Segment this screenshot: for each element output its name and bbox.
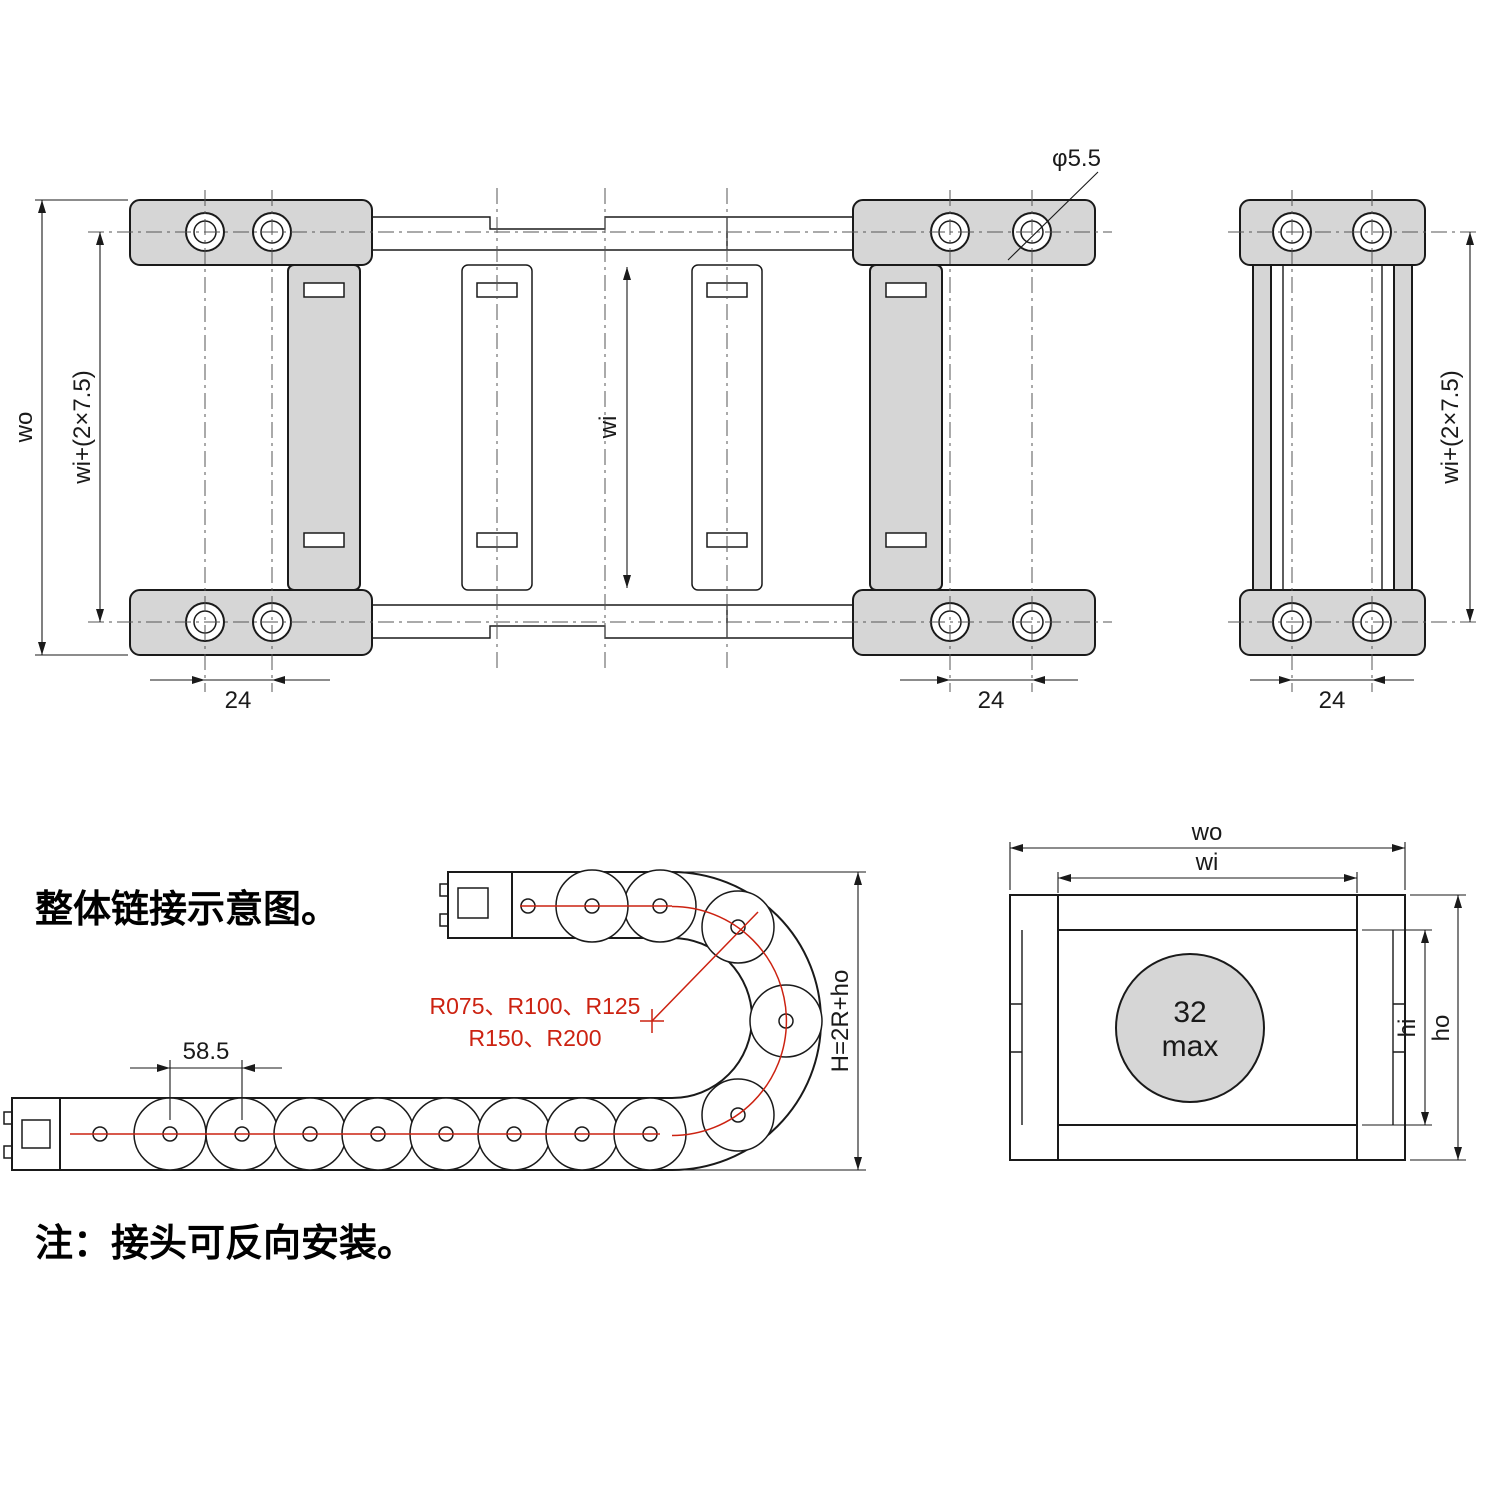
dim-link-pitch-label: 58.5 <box>183 1038 230 1065</box>
end-view-holes <box>1272 212 1392 642</box>
inner-walls <box>1282 265 1383 590</box>
section-bar-top <box>1057 894 1358 931</box>
dim-bend-height-label: H=2R+ho <box>827 970 854 1073</box>
section-plate-details <box>1010 930 1405 1125</box>
dim-wi-label: wi <box>595 416 622 440</box>
side-band-right <box>1393 264 1413 591</box>
dim-wo: wo <box>11 199 128 656</box>
bend-schematic: R075、R100、R125 R150、R200 58.5 H=2R+ho <box>3 869 866 1171</box>
connector-bracket-upper <box>439 871 513 939</box>
schematic-title: 整体链接示意图。 <box>35 889 339 931</box>
hole-diameter-label: φ5.5 <box>1052 145 1101 172</box>
dim-hi-label: hi <box>1394 1019 1421 1038</box>
dim-ho-label: ho <box>1428 1015 1455 1042</box>
dim-wi-outer-label: wi+(2×7.5) <box>69 370 96 484</box>
dim-end-pitch-label: 24 <box>1319 687 1346 714</box>
bend-radii-label-1: R075、R100、R125 <box>430 993 641 1019</box>
install-note: 注：接头可反向安装。 <box>35 1223 415 1265</box>
section-plate-left <box>1009 894 1059 1161</box>
bore-max-label: max <box>1162 1030 1219 1063</box>
hole-callout: φ5.5 <box>1007 145 1101 261</box>
dim-end-wi-outer: wi+(2×7.5) <box>1437 232 1474 622</box>
dim-ho: ho <box>1410 894 1466 1161</box>
section-bar-bottom <box>1057 1124 1358 1161</box>
dim-section-wo: wo <box>1009 819 1406 890</box>
dim-pitch-left: 24 <box>150 676 330 714</box>
crossbar-slots <box>303 282 927 548</box>
side-band-left <box>1252 264 1272 591</box>
bend-center-mark <box>640 1009 664 1033</box>
connector-bracket-lower <box>3 1097 61 1171</box>
dim-link-pitch: 58.5 <box>130 1038 282 1120</box>
plan-view: wo wi+(2×7.5) wi 24 24 <box>11 145 1112 714</box>
dim-section-wo-label: wo <box>1191 819 1223 846</box>
dim-pitch-right-label: 24 <box>978 687 1005 714</box>
dim-bend-height: H=2R+ho <box>676 871 866 1171</box>
plan-centerlines <box>88 188 1112 692</box>
bend-centerline <box>70 905 788 1137</box>
band-top-overlap <box>372 216 853 251</box>
dim-pitch-right: 24 <box>900 676 1078 714</box>
bore-size-label: 32 <box>1173 996 1206 1029</box>
end-view-centerlines <box>1228 190 1478 692</box>
dim-wi-outer: wi+(2×7.5) <box>69 232 104 622</box>
dim-end-pitch: 24 <box>1250 676 1414 714</box>
end-view: wi+(2×7.5) 24 <box>1228 190 1478 714</box>
bend-radii-label-2: R150、R200 <box>469 1025 602 1051</box>
dim-wo-label: wo <box>11 412 38 444</box>
dim-end-wi-outer-label: wi+(2×7.5) <box>1437 370 1464 484</box>
dim-wi: wi <box>595 267 631 588</box>
dim-hi: hi <box>1362 929 1432 1126</box>
section-plate-right <box>1356 894 1406 1161</box>
cross-section-view: 32 max wo wi hi ho <box>1009 819 1466 1161</box>
dim-section-wi-label: wi <box>1195 849 1219 876</box>
cable-bore-circle <box>1115 953 1265 1103</box>
dim-section-wi: wi <box>1057 849 1358 893</box>
dim-pitch-left-label: 24 <box>225 687 252 714</box>
